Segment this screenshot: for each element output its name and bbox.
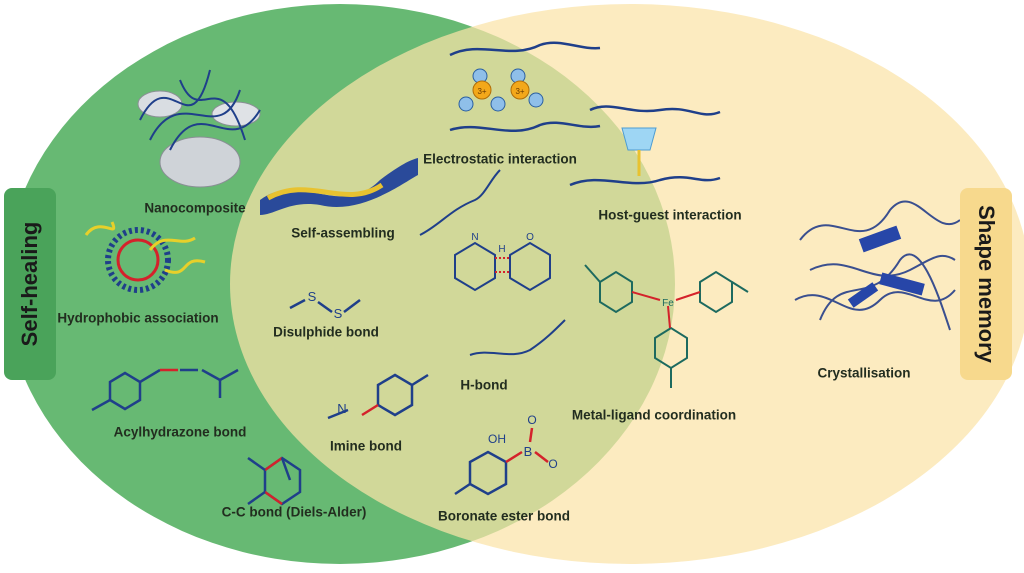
metal-ligand-label: Metal-ligand coordination: [571, 407, 737, 423]
host-guest-illustration: [569, 105, 721, 187]
self-assembling-illustration: [260, 158, 418, 215]
boronate-o2: O: [548, 457, 557, 471]
diels-alder-label: C-C bond (Diels-Alder): [221, 504, 367, 520]
disulphide-structure: [289, 298, 361, 314]
imine-label: Imine bond: [330, 438, 402, 454]
shape-memory-label: Shape memory: [974, 205, 999, 363]
self-healing-tab: Self-healing: [4, 188, 56, 380]
metal-ligand-structure: [584, 264, 749, 388]
diels-alder-structure: [247, 456, 302, 506]
boronate-b: B: [524, 444, 533, 459]
self-assembling-label: Self-assembling: [291, 225, 395, 241]
ion-label-b: 3+: [515, 87, 524, 96]
acylhydrazone-label: Acylhydrazone bond: [113, 424, 247, 440]
boronate-structure: [454, 427, 549, 496]
imine-structure: [327, 373, 429, 420]
sulfur-atom-2: S: [334, 306, 343, 321]
nanocomposite-label: Nanocomposite: [144, 200, 246, 216]
hbond-h-label: H: [498, 244, 505, 255]
iron-atom: Fe: [662, 298, 674, 309]
shape-memory-tab: Shape memory: [960, 188, 1012, 380]
boronate-label: Boronate ester bond: [437, 508, 571, 524]
boronate-oh: OH: [488, 432, 506, 446]
hbond-o-label: O: [526, 232, 534, 243]
hbond-n-label: N: [471, 232, 478, 243]
ion-label-a: 3+: [477, 87, 486, 96]
self-healing-label: Self-healing: [17, 221, 42, 347]
hbond-structure: [419, 169, 566, 356]
crystallisation-illustration: [794, 200, 961, 331]
electrostatic-label: Electrostatic interaction: [423, 151, 577, 167]
hbond-label: H-bond: [460, 377, 508, 393]
sulfur-atom-1: S: [308, 289, 317, 304]
shape-memory-region: [230, 4, 1024, 564]
host-guest-label: Host-guest interaction: [598, 207, 742, 223]
disulphide-label: Disulphide bond: [273, 324, 379, 340]
hydrophobic-micelle-illustration: [84, 221, 206, 293]
electrostatic-illustration: [449, 41, 601, 133]
crystallisation-label: Crystallisation: [817, 365, 911, 381]
acylhydrazone-structure: [91, 368, 239, 412]
nanocomposite-illustration: [137, 69, 261, 188]
boronate-o1: O: [527, 413, 536, 427]
imine-nitrogen: N: [337, 401, 346, 416]
hydrophobic-label: Hydrophobic association: [57, 310, 219, 326]
